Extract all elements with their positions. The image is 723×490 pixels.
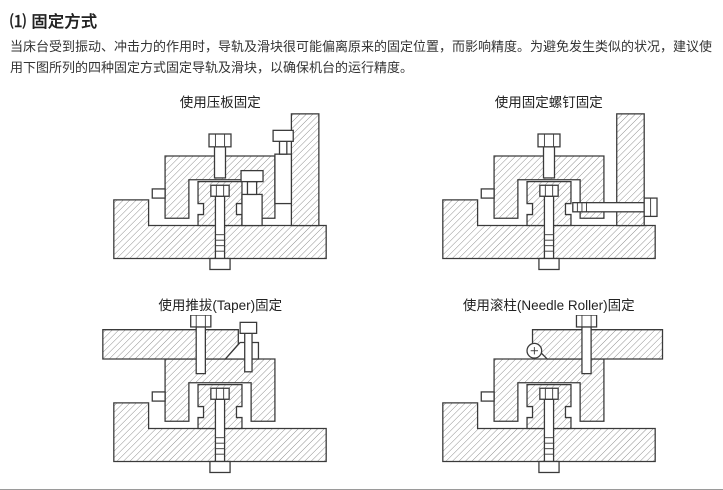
grease-nipple bbox=[480, 390, 495, 402]
figure-caption-needle-roller: 使用滚柱(Needle Roller)固定 bbox=[462, 297, 635, 313]
plate-bolt bbox=[190, 314, 212, 374]
plate-bolt bbox=[575, 314, 597, 374]
section-title: ⑴ 固定方式 bbox=[10, 14, 98, 31]
set-screw-diagram bbox=[441, 112, 658, 270]
taper-diagram bbox=[102, 314, 328, 473]
block bbox=[164, 357, 276, 422]
rail-bolt bbox=[209, 387, 231, 473]
rail-bolt bbox=[538, 387, 560, 473]
figures-grid: 使用压板固定 bbox=[10, 91, 713, 489]
lower-clamp-bolt bbox=[240, 169, 264, 195]
pressure-plate-wall bbox=[291, 112, 320, 226]
block bbox=[493, 357, 605, 422]
figure-caption-pressure-plate: 使用压板固定 bbox=[179, 94, 261, 110]
figure-pressure-plate: 使用压板固定 bbox=[56, 91, 385, 286]
figure-caption-set-screw: 使用固定螺钉固定 bbox=[494, 94, 603, 110]
grease-nipple bbox=[480, 187, 495, 199]
top-mounting-bolt bbox=[208, 132, 232, 179]
pressure-plate-diagram bbox=[113, 112, 328, 270]
needle-roller bbox=[526, 342, 543, 359]
figure-taper: 使用推拔(Taper)固定 bbox=[56, 294, 385, 489]
grease-nipple bbox=[151, 390, 166, 402]
table-plate bbox=[531, 328, 663, 360]
figure-caption-taper: 使用推拔(Taper)固定 bbox=[158, 297, 283, 313]
rail-bolt bbox=[209, 184, 231, 270]
figure-set-screw: 使用固定螺钉固定 bbox=[385, 91, 714, 286]
rail-bolt bbox=[538, 184, 560, 270]
gib-bolt bbox=[239, 321, 258, 373]
needle-roller-diagram bbox=[441, 314, 663, 473]
figure-needle-roller: 使用滚柱(Needle Roller)固定 bbox=[385, 294, 714, 489]
table-plate bbox=[102, 328, 240, 360]
grease-nipple bbox=[151, 187, 166, 199]
upper-pressure-plate bbox=[274, 153, 293, 204]
upper-clamp-bolt bbox=[272, 129, 295, 155]
set-screw bbox=[571, 197, 658, 217]
lower-pressure-plate bbox=[241, 193, 263, 226]
top-mounting-bolt bbox=[537, 132, 561, 179]
intro-paragraph: 当床台受到振动、冲击力的作用时，导轨及滑块很可能偏离原来的固定位置，而影响精度。… bbox=[10, 39, 713, 75]
block bbox=[493, 154, 605, 219]
